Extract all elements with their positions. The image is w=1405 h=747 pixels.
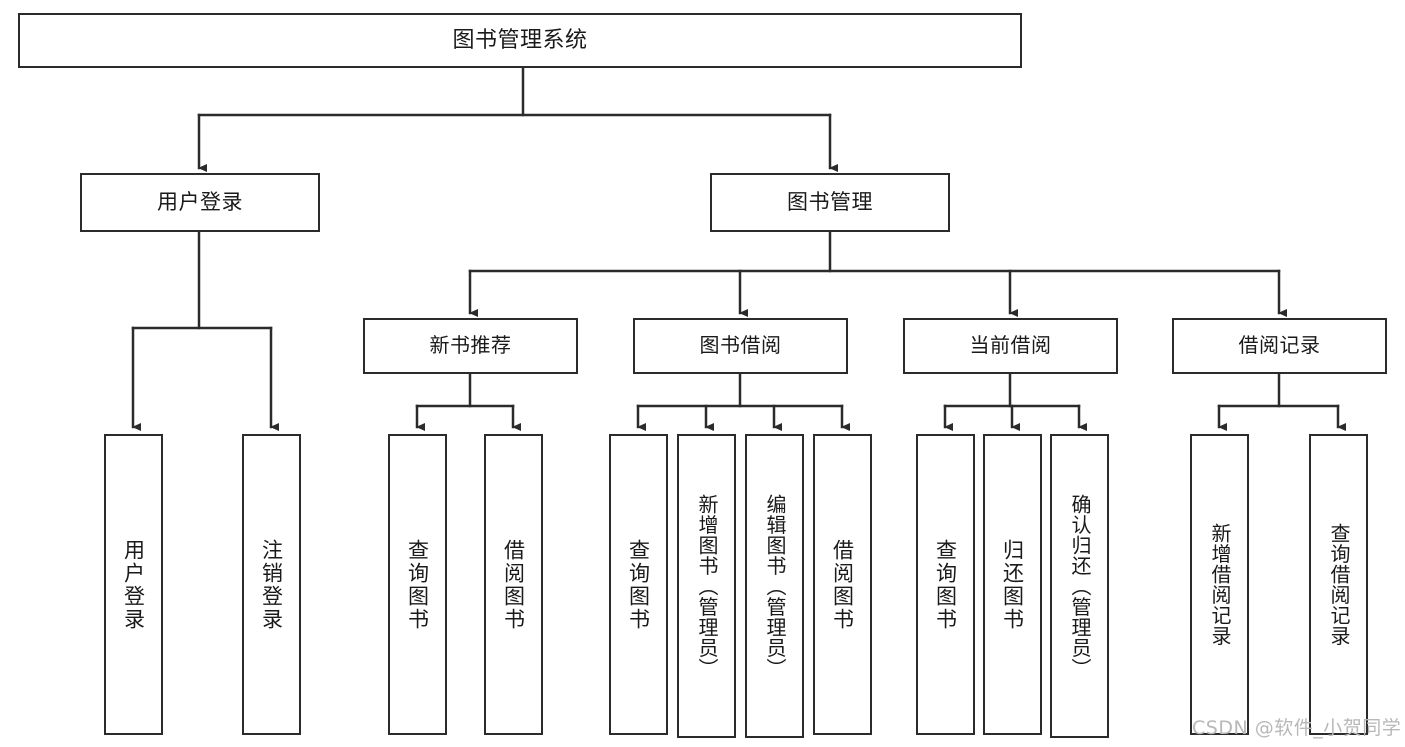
node-leaf-query-record-label: 查询借阅记录 bbox=[1327, 523, 1351, 646]
node-leaf-user-logout[interactable]: 注销登录 bbox=[242, 434, 301, 735]
node-leaf-user-logout-label: 注销登录 bbox=[259, 538, 284, 631]
node-leaf-borrow-book-2-label: 借阅图书 bbox=[830, 538, 855, 631]
node-leaf-borrow-book-1-label: 借阅图书 bbox=[501, 538, 526, 631]
node-leaf-add-book[interactable]: 新增图书（管理员） bbox=[677, 434, 736, 738]
node-leaf-borrow-book-2[interactable]: 借阅图书 bbox=[813, 434, 872, 735]
node-leaf-user-login[interactable]: 用户登录 bbox=[104, 434, 163, 735]
node-current-borrow[interactable]: 当前借阅 bbox=[903, 318, 1118, 374]
node-user-login-label: 用户登录 bbox=[157, 190, 243, 215]
node-leaf-return-book-label: 归还图书 bbox=[1000, 538, 1025, 631]
node-leaf-query-book-1-label: 查询图书 bbox=[405, 538, 430, 631]
node-leaf-confirm-return[interactable]: 确认归还（管理员） bbox=[1050, 434, 1109, 738]
node-borrow-record[interactable]: 借阅记录 bbox=[1172, 318, 1387, 374]
node-new-book-recommend-label: 新书推荐 bbox=[429, 333, 512, 358]
node-borrow-record-label: 借阅记录 bbox=[1238, 333, 1321, 358]
node-leaf-query-book-1[interactable]: 查询图书 bbox=[388, 434, 447, 735]
node-leaf-query-book-3[interactable]: 查询图书 bbox=[916, 434, 975, 735]
node-leaf-borrow-book-1[interactable]: 借阅图书 bbox=[484, 434, 543, 735]
node-leaf-user-login-label: 用户登录 bbox=[121, 538, 146, 631]
node-root-label: 图书管理系统 bbox=[452, 27, 588, 53]
node-book-manage[interactable]: 图书管理 bbox=[710, 173, 950, 232]
node-leaf-edit-book[interactable]: 编辑图书（管理员） bbox=[745, 434, 804, 738]
node-book-borrow[interactable]: 图书借阅 bbox=[633, 318, 848, 374]
node-new-book-recommend[interactable]: 新书推荐 bbox=[363, 318, 578, 374]
node-leaf-add-record-label: 新增借阅记录 bbox=[1208, 523, 1232, 646]
node-leaf-confirm-return-label: 确认归还（管理员） bbox=[1068, 493, 1092, 679]
node-book-borrow-label: 图书借阅 bbox=[699, 333, 782, 358]
node-book-manage-label: 图书管理 bbox=[787, 190, 873, 215]
node-leaf-edit-book-label: 编辑图书（管理员） bbox=[763, 493, 787, 679]
node-root[interactable]: 图书管理系统 bbox=[18, 13, 1022, 68]
node-user-login[interactable]: 用户登录 bbox=[80, 173, 320, 232]
node-leaf-add-record[interactable]: 新增借阅记录 bbox=[1190, 434, 1249, 735]
node-leaf-add-book-label: 新增图书（管理员） bbox=[695, 493, 719, 679]
node-leaf-query-record[interactable]: 查询借阅记录 bbox=[1309, 434, 1368, 735]
node-current-borrow-label: 当前借阅 bbox=[969, 333, 1052, 358]
node-leaf-query-book-2[interactable]: 查询图书 bbox=[609, 434, 668, 735]
node-leaf-query-book-2-label: 查询图书 bbox=[626, 538, 651, 631]
node-leaf-query-book-3-label: 查询图书 bbox=[933, 538, 958, 631]
node-leaf-return-book[interactable]: 归还图书 bbox=[983, 434, 1042, 735]
